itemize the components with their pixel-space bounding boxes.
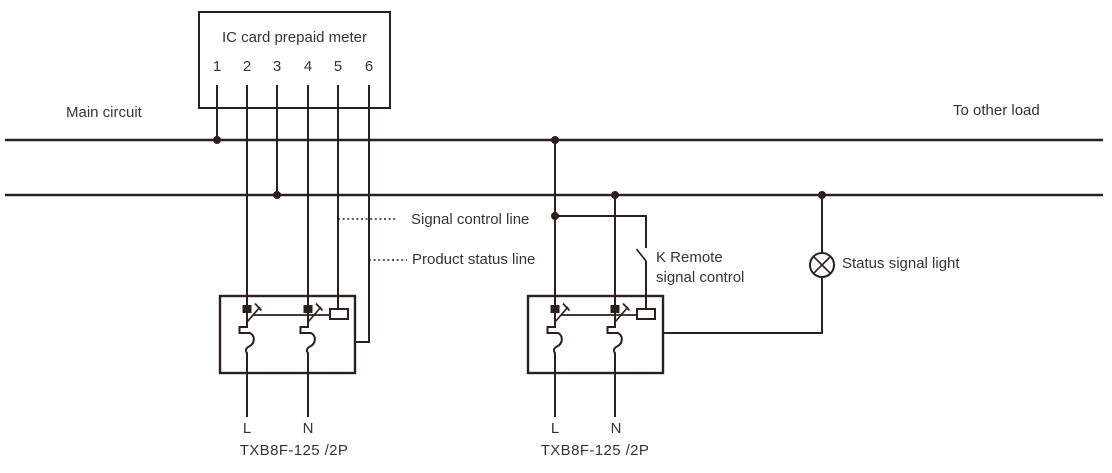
pole-thermal-wire	[546, 313, 563, 417]
junction-dot	[551, 136, 559, 144]
breaker2-l-label: L	[550, 420, 560, 437]
meter-terminal-number: 1	[212, 58, 222, 75]
signal-contact	[329, 308, 349, 320]
pole-contact	[610, 305, 620, 313]
meter-label: IC card prepaid meter	[221, 29, 368, 46]
signal-contact	[636, 308, 656, 320]
status-lamp-icon	[663, 195, 835, 334]
breaker-box	[526, 294, 665, 375]
junction-dot	[611, 191, 619, 199]
main-circuit-label: Main circuit	[66, 104, 142, 121]
breaker-box	[218, 294, 357, 375]
breaker-1	[218, 294, 357, 417]
pole-thermal-wire	[238, 313, 255, 417]
remote-switch-icon	[635, 248, 647, 262]
signal-control-line-label: Signal control line	[411, 211, 530, 228]
breaker-2	[526, 294, 665, 417]
pole-tick	[254, 302, 263, 312]
breaker1-n-label: N	[302, 420, 314, 437]
breaker1-l-label: L	[242, 420, 252, 437]
pole-contact	[242, 305, 252, 313]
junction-dot	[273, 191, 281, 199]
meter-terminal-number: 5	[333, 58, 343, 75]
junction-dot	[818, 191, 826, 199]
lamp-return-wire	[663, 277, 823, 334]
terminal-6-wire	[355, 85, 370, 343]
remote-switch-blade	[635, 248, 647, 262]
product-status-line-label: Product status line	[412, 251, 536, 268]
pole-contact	[550, 305, 560, 313]
lamp-cross	[813, 256, 831, 274]
pole-tick	[622, 302, 631, 312]
breaker-pole-icon	[606, 302, 631, 417]
meter-terminal-number: 2	[242, 58, 252, 75]
to-other-load-label: To other load	[953, 102, 1040, 119]
breaker2-model-label: TXB8F-125 /2P	[540, 442, 650, 459]
meter-terminal-number: 6	[364, 58, 374, 75]
annotation-dotted-lines	[338, 218, 407, 261]
meter-terminal-number: 4	[303, 58, 313, 75]
meter-terminal-wires	[216, 85, 370, 343]
junction-dots	[213, 136, 826, 220]
meter-terminal-number: 3	[272, 58, 282, 75]
junction-dot	[551, 212, 559, 220]
breaker1-model-label: TXB8F-125 /2P	[239, 442, 349, 459]
breaker-pole-icon	[238, 302, 263, 417]
breaker2-n-label: N	[610, 420, 622, 437]
junction-dot	[213, 136, 221, 144]
k-remote-label-line1: K Remote	[656, 249, 723, 266]
k-remote-label-line2: signal control	[656, 268, 745, 286]
breaker-pole-icon	[546, 302, 571, 417]
pole-contact	[303, 305, 313, 313]
pole-thermal-wire	[299, 313, 316, 417]
remote-switch-feed-wire	[555, 215, 647, 248]
pole-thermal-wire	[606, 313, 623, 417]
pole-tick	[315, 302, 324, 312]
k-remote-label: K Remote signal control	[656, 248, 744, 287]
pole-tick	[562, 302, 571, 312]
branch-wires	[554, 140, 647, 309]
breaker-pole-icon	[299, 302, 324, 417]
meter-box	[198, 11, 391, 109]
status-signal-light-label: Status signal light	[842, 255, 960, 272]
